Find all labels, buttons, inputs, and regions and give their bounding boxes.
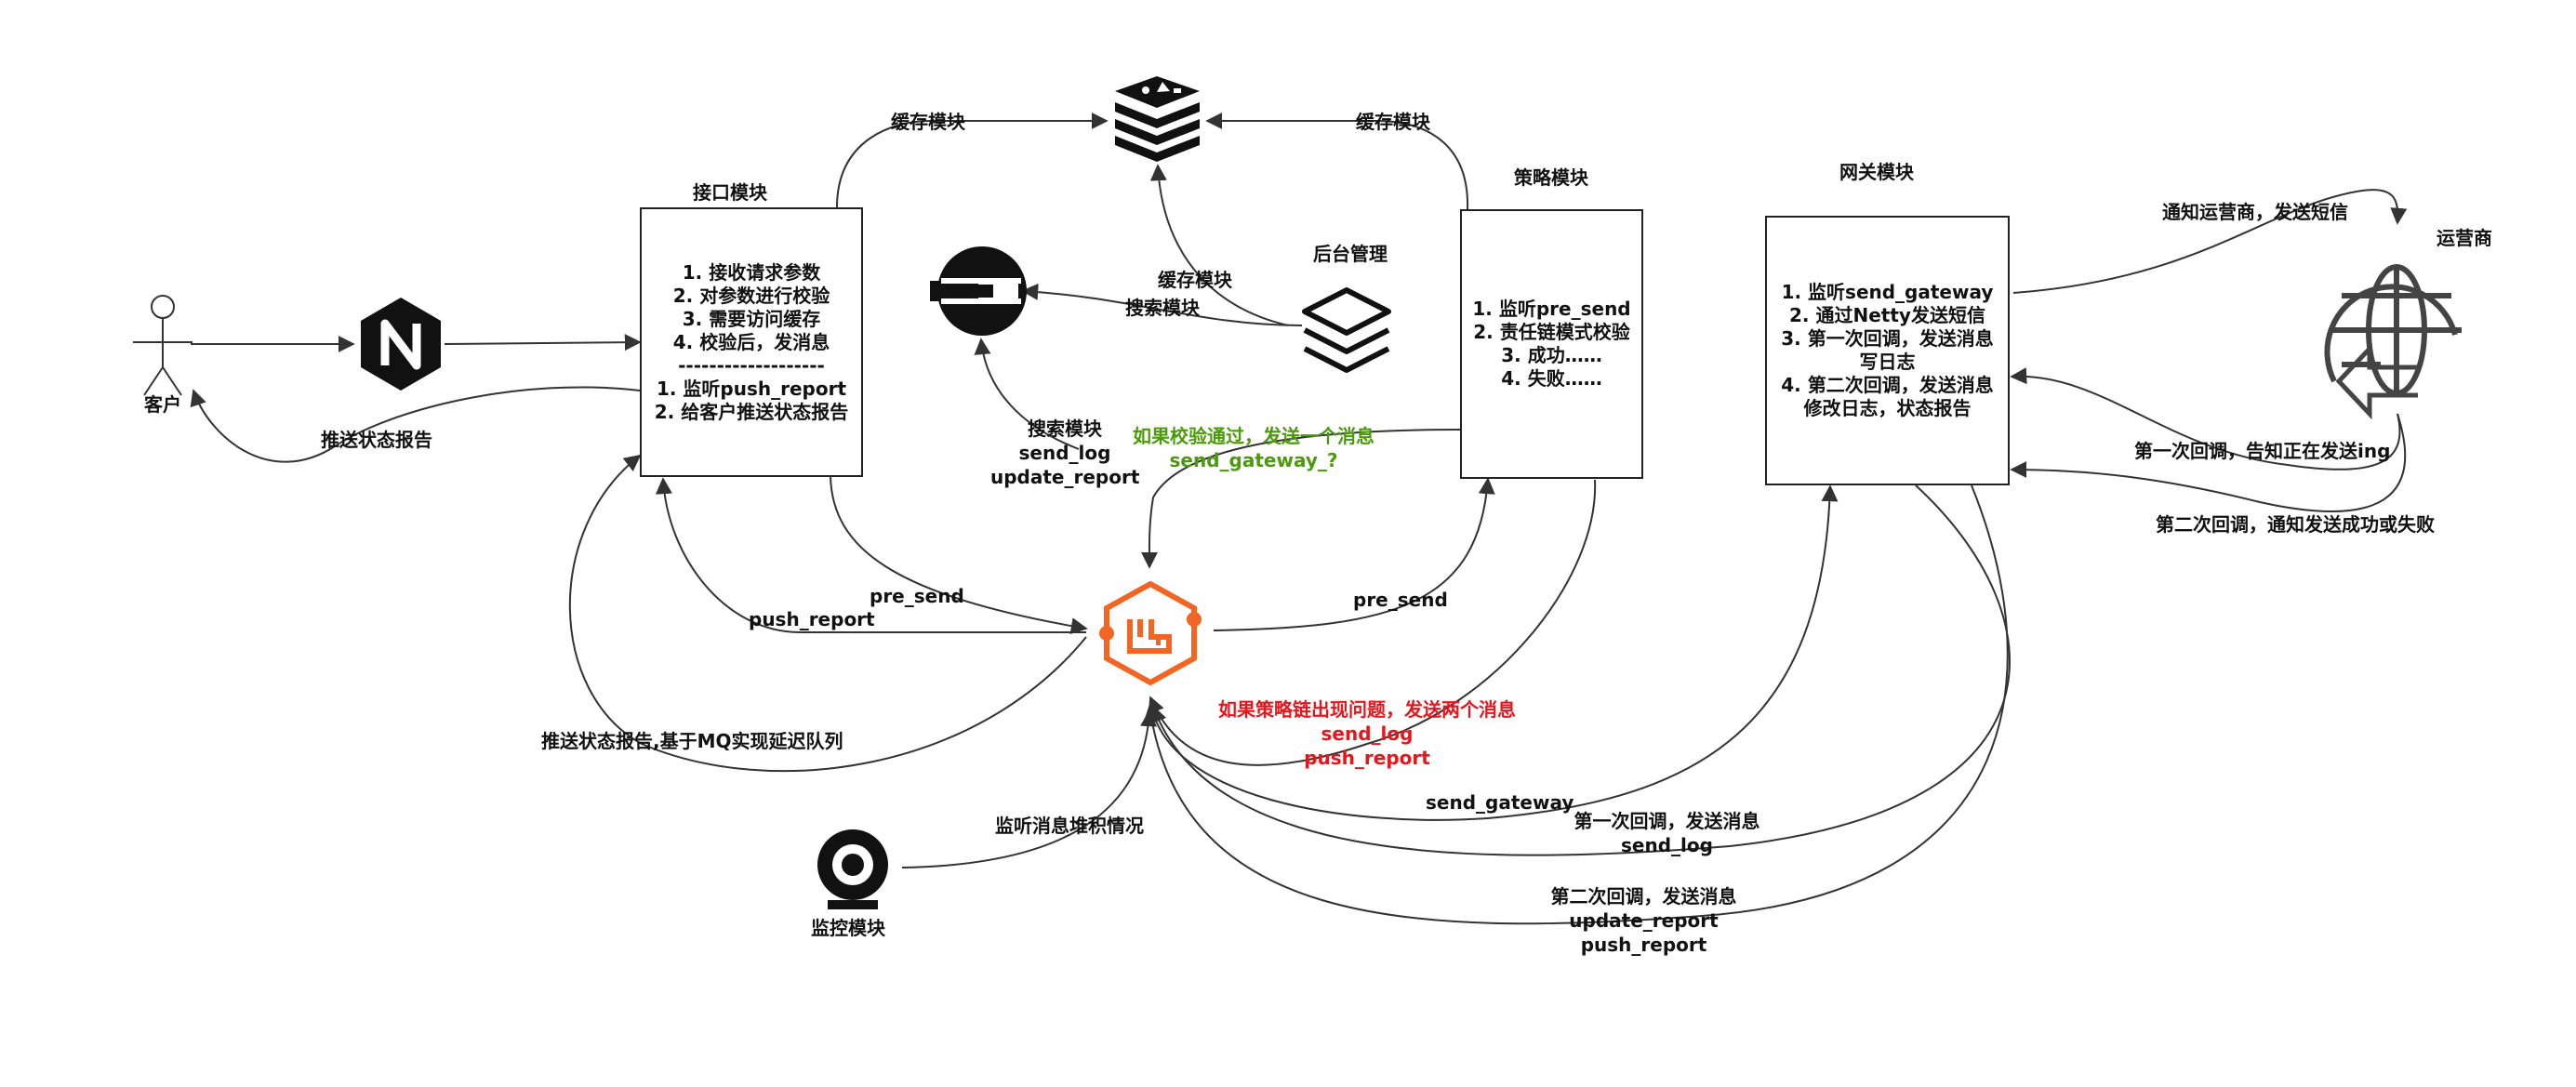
edge-second-callback-msg bbox=[1143, 484, 2009, 925]
strategy-line: 4. 失败…… bbox=[1501, 367, 1602, 390]
label-notify-operator: 通知运营商，发送短信 bbox=[2162, 201, 2348, 223]
label-pre-send-left: pre_send bbox=[870, 585, 964, 607]
interface-line: 1. 接收请求参数 bbox=[682, 260, 821, 284]
label-line: 搜索模块 bbox=[1028, 418, 1102, 440]
edge-first-callback-msg bbox=[1150, 484, 2012, 856]
edge-interface-redis bbox=[836, 113, 1109, 208]
gateway-module-lines: 1. 监听send_gateway 2. 通过Netty发送短信 3. 第一次回… bbox=[1781, 281, 1993, 420]
label-line: update_report bbox=[990, 466, 1140, 488]
interface-module-box: 1. 接收请求参数 2. 对参数进行校验 3. 需要访问缓存 4. 校验后，发消… bbox=[640, 207, 863, 477]
edge-backend-redis bbox=[1149, 164, 1289, 326]
interface-line: 3. 需要访问缓存 bbox=[682, 307, 821, 330]
redis-icon bbox=[1115, 76, 1200, 162]
label-push-report: push_report bbox=[749, 608, 875, 630]
strategy-module-box: 1. 监听pre_send 2. 责任链模式校验 3. 成功…… 4. 失败…… bbox=[1460, 209, 1643, 479]
nginx-icon bbox=[361, 298, 441, 391]
backend-label: 后台管理 bbox=[1313, 243, 1388, 265]
gateway-line: 写日志 bbox=[1859, 351, 1916, 373]
label-backend-search: 搜索模块 bbox=[1125, 297, 1200, 319]
interface-line: 4. 校验后，发消息 bbox=[672, 330, 830, 353]
strategy-line: 3. 成功…… bbox=[1501, 344, 1602, 366]
edge-operator-first-callback bbox=[2010, 367, 2401, 471]
label-line: send_gateway_? bbox=[1169, 449, 1338, 471]
rabbitmq-icon bbox=[1099, 580, 1202, 686]
edge-strategy-redis bbox=[1205, 113, 1469, 210]
label-line: 如果校验通过，发送一个消息 bbox=[1133, 425, 1374, 447]
label-push-status: 推送状态报告 bbox=[321, 429, 432, 451]
interface-module-lines: 1. 接收请求参数 2. 对参数进行校验 3. 需要访问缓存 4. 校验后，发消… bbox=[655, 261, 848, 424]
gateway-line: 3. 第一次回调，发送消息 bbox=[1781, 327, 1994, 350]
elasticsearch-icon bbox=[930, 246, 1027, 336]
label-line: 第一次回调，发送消息 bbox=[1573, 810, 1760, 832]
label-pass-msg: 如果校验通过，发送一个消息 send_gateway_? bbox=[1128, 424, 1379, 472]
edge-gateway-operator bbox=[2012, 189, 2408, 294]
label-cache-right: 缓存模块 bbox=[1356, 111, 1430, 133]
interface-line: 2. 给客户推送状态报告 bbox=[654, 400, 849, 423]
label-search-queue: 搜索模块 send_log update_report bbox=[990, 417, 1139, 489]
label-second-callback-msg: 第二次回调，发送消息 update_report push_report bbox=[1539, 884, 1748, 957]
label-line: 第二次回调，发送消息 bbox=[1550, 885, 1737, 908]
edge-push-status bbox=[190, 386, 641, 463]
label-line: send_log bbox=[1321, 722, 1414, 745]
gateway-line: 修改日志，状态报告 bbox=[1803, 397, 1972, 419]
gateway-module-title: 网关模块 bbox=[1839, 161, 1914, 183]
strategy-module-lines: 1. 监听pre_send 2. 责任链模式校验 3. 成功…… 4. 失败…… bbox=[1472, 298, 1630, 391]
label-fail-msg: 如果策略链出现问题，发送两个消息 send_log push_report bbox=[1214, 697, 1520, 770]
customer-label: 客户 bbox=[144, 393, 181, 416]
edge-rabbit-interface-pushreport bbox=[655, 477, 1086, 633]
edge-fail-msg bbox=[1148, 479, 1597, 766]
label-send-gateway: send_gateway bbox=[1426, 791, 1574, 814]
customer-icon bbox=[133, 295, 193, 396]
label-line: 如果策略链出现问题，发送两个消息 bbox=[1218, 698, 1516, 721]
interface-line: 1. 监听push_report bbox=[656, 377, 847, 400]
label-first-callback-msg: 第一次回调，发送消息 send_log bbox=[1562, 809, 1772, 857]
edge-pass-msg bbox=[1140, 429, 1461, 569]
layers-icon bbox=[1302, 287, 1391, 373]
edge-operator-second-callback bbox=[2010, 413, 2407, 513]
label-line: send_log bbox=[1018, 442, 1111, 464]
edge-rabbit-strategy-presend bbox=[1213, 477, 1495, 631]
strategy-line: 2. 责任链模式校验 bbox=[1473, 321, 1630, 343]
strategy-module-title: 策略模块 bbox=[1514, 166, 1588, 189]
label-line: push_report bbox=[1304, 747, 1430, 769]
gateway-line: 4. 第二次回调，发送消息 bbox=[1781, 374, 1994, 396]
label-delay-queue: 推送状态报告,基于MQ实现延迟队列 bbox=[541, 730, 843, 752]
label-line: send_log bbox=[1621, 834, 1713, 856]
gateway-line: 1. 监听send_gateway bbox=[1781, 281, 1994, 303]
strategy-line: 1. 监听pre_send bbox=[1472, 298, 1631, 320]
label-backend-cache: 缓存模块 bbox=[1158, 269, 1232, 291]
label-first-callback: 第一次回调，告知正在发送ing bbox=[2134, 440, 2391, 462]
edge-rabbit-es bbox=[974, 338, 1080, 450]
edge-delay-queue bbox=[568, 454, 1087, 773]
label-pre-send-right: pre_send bbox=[1353, 589, 1448, 611]
webcam-icon bbox=[817, 829, 888, 909]
interface-module-title: 接口模块 bbox=[693, 181, 767, 204]
operator-label: 运营商 bbox=[2437, 227, 2492, 249]
label-second-callback: 第二次回调，通知发送成功或失败 bbox=[2156, 513, 2435, 536]
monitor-label: 监控模块 bbox=[811, 917, 885, 939]
gateway-line: 2. 通过Netty发送短信 bbox=[1789, 304, 1985, 326]
edges bbox=[190, 113, 2408, 925]
interface-line: 2. 对参数进行校验 bbox=[672, 284, 830, 307]
edge-monitor-rabbit bbox=[901, 709, 1158, 868]
gateway-module-box: 1. 监听send_gateway 2. 通过Netty发送短信 3. 第一次回… bbox=[1765, 216, 2010, 485]
edge-nginx-interface bbox=[444, 334, 642, 351]
edge-interface-rabbit-presend bbox=[830, 475, 1088, 635]
label-monitor-queue: 监听消息堆积情况 bbox=[995, 815, 1144, 837]
label-line: push_report bbox=[1580, 934, 1707, 956]
edge-backend-es bbox=[1021, 283, 1303, 326]
edge-send-gateway bbox=[1149, 484, 1839, 821]
label-cache-left: 缓存模块 bbox=[891, 111, 965, 133]
label-line: update_report bbox=[1569, 909, 1719, 932]
interface-line: ------------------- bbox=[678, 353, 825, 377]
globe-icon bbox=[2324, 264, 2462, 420]
